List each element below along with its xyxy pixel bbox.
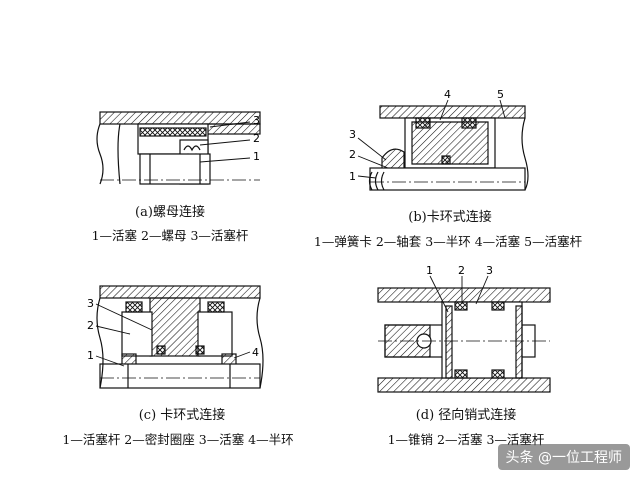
panel-c-cylinder-wall <box>99 285 261 299</box>
panel-d-callout-2: 2 <box>458 264 465 277</box>
panel-a-callout-3: 3 <box>253 114 260 127</box>
panel-c-caption: (c) 卡环式连接 <box>138 408 226 423</box>
panel-c-callout-3: 3 <box>87 297 94 310</box>
panel-b-legend: 1—弹簧卡 2—轴套 3—半环 4—活塞 5—活塞杆 <box>313 234 583 249</box>
panel-c-seal-seat <box>121 311 153 357</box>
panel-c-piston-rod <box>99 363 261 389</box>
panel-a-piston-rod <box>204 123 261 135</box>
panel-a-legend: 1—活塞 2—螺母 3—活塞杆 <box>91 228 249 243</box>
panel-a-callout-1: 1 <box>253 150 260 163</box>
panel-c-drawing <box>95 285 264 389</box>
panel-d-caption: (d) 径向销式连接 <box>415 408 517 423</box>
panel-c-callout-1: 1 <box>87 349 94 362</box>
panel-b-caption: (b)卡环式连接 <box>408 210 492 225</box>
panel-d-legend: 1—锥销 2—活塞 3—活塞杆 <box>387 432 545 447</box>
panel-c-callout-2: 2 <box>87 319 94 332</box>
panel-a-drawing <box>96 111 261 185</box>
panel-b-callout-4: 4 <box>444 88 451 101</box>
panel-b-callout-3: 3 <box>349 128 356 141</box>
panel-d-piston <box>441 301 523 379</box>
panel-b-callout-2: 2 <box>349 148 356 161</box>
panel-d-callout-1: 1 <box>426 264 433 277</box>
panel-d-callout-3: 3 <box>486 264 493 277</box>
panel-b-piston-rod <box>369 167 526 191</box>
panel-a-callout-2: 2 <box>253 132 260 145</box>
panel-b-callout-5: 5 <box>497 88 504 101</box>
watermark: 头条 @一位工程师 <box>497 444 630 470</box>
panel-c-callout-4: 4 <box>252 346 259 359</box>
panel-a-cylinder-wall <box>99 111 261 125</box>
panel-d-taper-pin-right <box>515 305 523 379</box>
panel-a-caption: (a)螺母连接 <box>135 205 205 220</box>
panel-d-taper-pin-left <box>445 305 453 379</box>
panel-d-cylinder-wall-top <box>377 287 551 303</box>
panel-d-drawing <box>377 275 551 393</box>
panel-b-callout-1: 1 <box>349 170 356 183</box>
panel-c-legend: 1—活塞杆 2—密封圈座 3—活塞 4—半环 <box>62 432 294 447</box>
panel-d-cylinder-wall-bottom <box>377 377 551 393</box>
panel-b-drawing <box>357 99 529 191</box>
